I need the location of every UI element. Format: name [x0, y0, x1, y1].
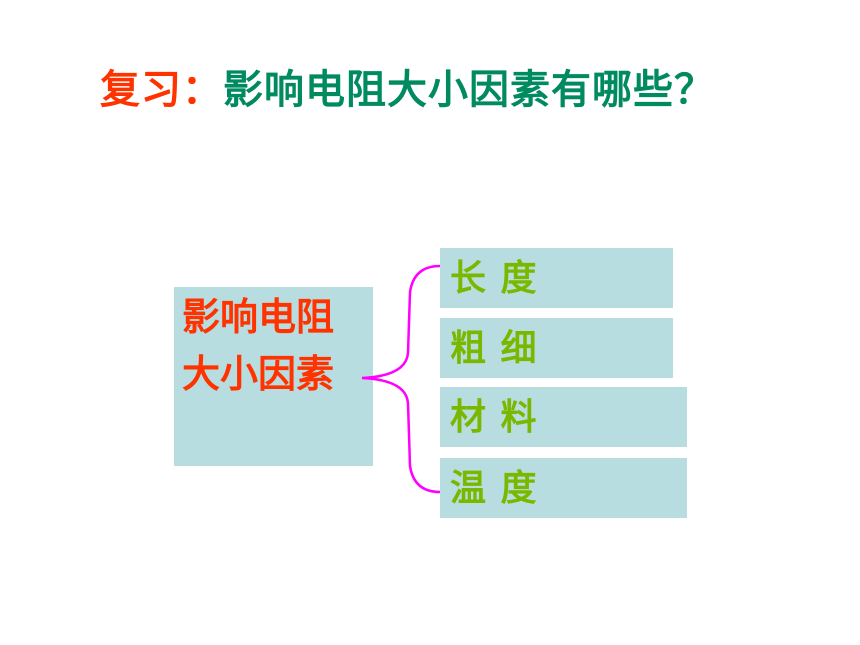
brace-path [361, 264, 442, 494]
title-text: 影响电阻大小因素有哪些？ [223, 67, 715, 113]
factor-label-material: 材 料 [450, 397, 538, 438]
factor-box-length: 长 度 [440, 248, 673, 308]
slide-title: 复习：影响电阻大小因素有哪些？ [100, 62, 715, 118]
main-concept-label: 影响电阻大小因素 [182, 295, 335, 396]
factor-label-temperature: 温 度 [450, 468, 538, 509]
main-concept-box: 影响电阻大小因素 [174, 287, 373, 466]
factor-label-length: 长 度 [450, 258, 538, 299]
factor-box-material: 材 料 [440, 387, 687, 447]
title-prefix: 复习： [100, 67, 223, 113]
factor-label-thickness: 粗 细 [450, 328, 538, 369]
factor-box-thickness: 粗 细 [440, 318, 673, 378]
factor-box-temperature: 温 度 [440, 458, 687, 518]
curly-brace-connector [361, 264, 442, 494]
